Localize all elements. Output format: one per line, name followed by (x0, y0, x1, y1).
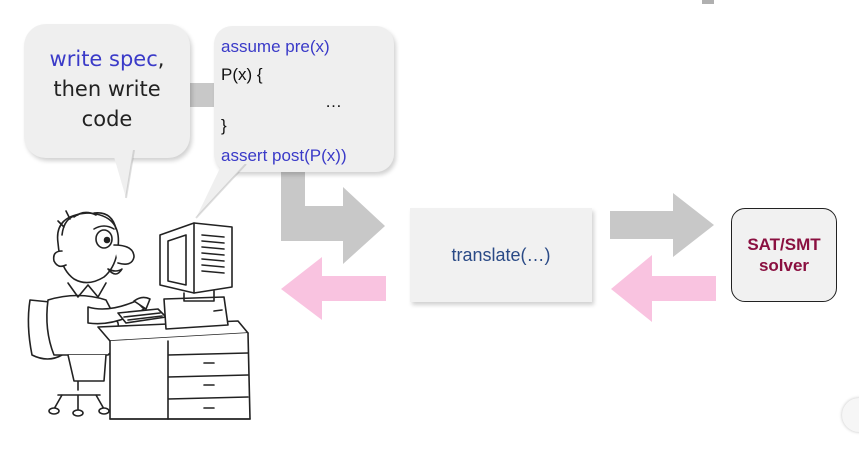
solver-label-line2: solver (758, 256, 810, 275)
solver-box: SAT/SMT solver (731, 208, 837, 302)
solver-label-line1: SAT/SMT (747, 235, 821, 254)
translate-box: translate(…) (410, 208, 592, 302)
speech-bubble-left (24, 24, 190, 158)
translate-label: translate(…) (451, 244, 551, 265)
bubble-connector (188, 83, 216, 107)
speech-bubble-left-tail (112, 150, 135, 199)
code-bubble (214, 26, 394, 172)
return-arrow-solver-to-translate (611, 255, 716, 322)
code-line-ellipsis: … (325, 92, 342, 111)
partial-corner-icon (702, 0, 714, 4)
code-line-close-brace: } (221, 116, 227, 135)
code-line-assume: assume pre(x) (221, 37, 330, 56)
forward-arrow-translate-to-solver (610, 193, 714, 257)
return-arrow-translate-to-programmer (281, 257, 386, 320)
code-line-assert: assert post(P(x)) (221, 146, 347, 165)
code-bubble-tail (195, 164, 247, 219)
forward-arrow-code-to-translate (281, 172, 385, 264)
then-write-line: then write (53, 77, 161, 101)
edge-control-icon[interactable] (842, 398, 859, 432)
programmer-at-computer-illustration (27, 210, 251, 420)
speech-bubble-left-text: write spec, then write code (24, 44, 190, 134)
code-line-signature: P(x) { (221, 65, 263, 84)
comma: , (157, 47, 165, 71)
code-line: code (81, 107, 133, 131)
write-spec-phrase: write spec (49, 47, 158, 71)
